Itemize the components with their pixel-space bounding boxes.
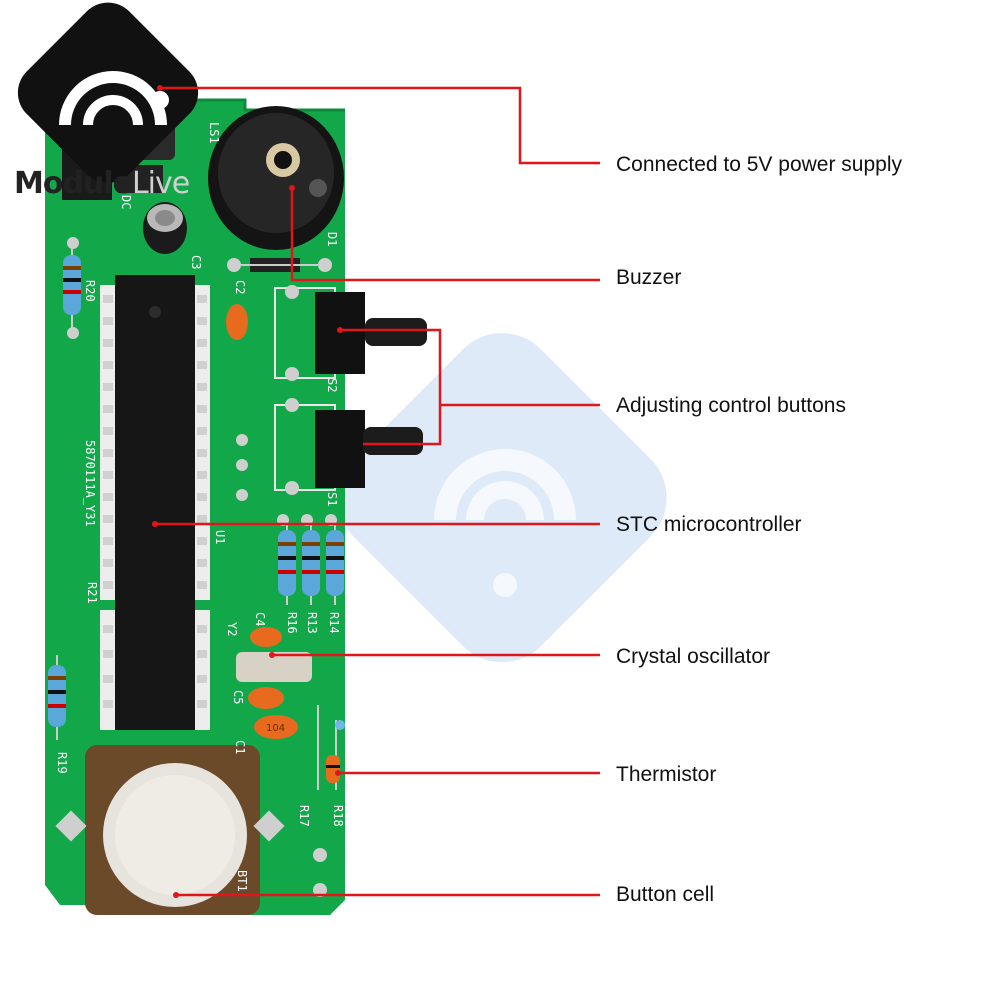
label-power: Connected to 5V power supply	[616, 153, 903, 176]
silk-bt1: BT1	[235, 870, 249, 892]
silk-d1: D1	[325, 232, 339, 246]
silkscreen-labels: LS1 DC D1 C3 C2 R20 S2 S1 U1 5870111A_Y3…	[55, 122, 345, 892]
callout-lines	[155, 86, 600, 897]
silk-r19: R19	[55, 752, 69, 774]
silk-s1: S1	[325, 492, 339, 506]
silk-s2: S2	[325, 378, 339, 392]
resistor-r20	[63, 245, 81, 330]
silk-r17: R17	[297, 805, 311, 827]
silk-c5: C5	[231, 690, 245, 704]
silk-r18: R18	[331, 805, 345, 827]
silk-ls1: LS1	[207, 122, 221, 144]
silk-r20: R20	[83, 280, 97, 302]
silk-c4: C4	[253, 612, 267, 626]
silk-dc: DC	[119, 195, 133, 209]
silk-r13: R13	[305, 612, 319, 634]
ceramic-capacitor-c2	[226, 304, 248, 340]
label-thermistor: Thermistor	[616, 763, 717, 786]
callout-dots	[152, 85, 343, 898]
label-buzzer: Buzzer	[616, 266, 682, 289]
silk-u1: U1	[213, 530, 227, 544]
silk-r14: R14	[327, 612, 341, 634]
silk-c3: C3	[189, 255, 203, 269]
silk-r21: R21	[85, 582, 99, 604]
silk-y2: Y2	[225, 622, 239, 636]
silk-c1: C1	[233, 740, 247, 754]
callout-line-buzzer	[290, 188, 600, 282]
silk-c2: C2	[233, 280, 247, 294]
silk-cap-code: 104	[266, 723, 285, 734]
push-button-s1	[274, 398, 423, 495]
thermistor	[317, 705, 345, 790]
callout-line-power	[160, 86, 600, 165]
electrolytic-capacitor	[143, 202, 187, 254]
watermark-logo	[337, 333, 667, 663]
diode-d1	[227, 258, 332, 272]
brand-name-dark: Module	[14, 166, 133, 201]
label-buttons: Adjusting control buttons	[616, 394, 846, 417]
rtc-chip	[100, 605, 210, 730]
buzzer	[208, 106, 344, 250]
label-crystal: Crystal oscillator	[616, 645, 771, 668]
silk-r16: R16	[285, 612, 299, 634]
brand-logo	[17, 2, 199, 183]
brand-name: ModuleLive	[14, 166, 190, 201]
silk-chip-marking: 5870111A_Y31	[83, 440, 97, 527]
button-cell-battery	[55, 745, 285, 915]
label-battery: Button cell	[616, 883, 715, 906]
label-mcu: STC microcontroller	[616, 513, 802, 536]
crystal-oscillator	[236, 627, 312, 739]
stc-microcontroller	[100, 275, 210, 605]
resistor-bank	[278, 520, 344, 605]
brand-name-light: Live	[131, 166, 190, 201]
resistor-r19	[48, 655, 66, 740]
callout-line-buttons	[340, 328, 600, 446]
